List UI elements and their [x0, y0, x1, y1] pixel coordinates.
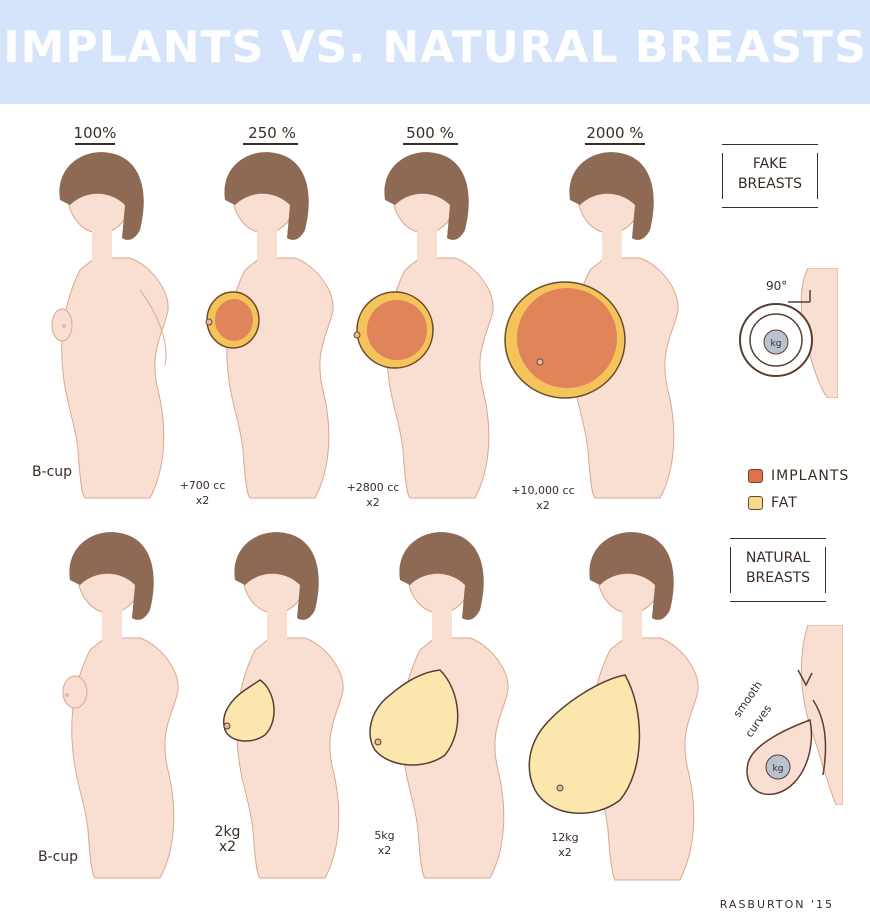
column-label-1: 100%: [73, 124, 117, 142]
natural-label-line1: NATURAL: [745, 550, 811, 566]
weight-label-2: kg: [773, 764, 784, 774]
page-title: IMPLANTS VS. NATURAL BREASTS: [3, 22, 867, 73]
figure-fake-100: [51, 152, 169, 499]
note-fake-2000: +10,000 cc x2: [498, 483, 588, 513]
natural-breasts-box: NATURAL BREASTS: [730, 538, 826, 602]
fake-breasts-box: FAKE BREASTS: [722, 144, 818, 208]
legend-implants: IMPLANTS: [748, 468, 849, 484]
column-underline-3: [403, 143, 458, 145]
weight-label: kg: [771, 339, 782, 349]
implant-swatch: [748, 469, 763, 483]
note-multiplier: x2: [366, 496, 380, 509]
natural-breast-diagram: kg smooth curves: [731, 625, 843, 805]
note-natural-100: B-cup: [28, 850, 88, 865]
note-fake-250: +700 cc x2: [165, 478, 240, 508]
legend-fat: FAT: [748, 495, 798, 511]
note-line: 12kg: [551, 831, 579, 844]
column-underline-1: [75, 143, 115, 145]
column-underline-4: [585, 143, 645, 145]
note-multiplier: x2: [558, 846, 572, 859]
figure-natural-2kg: [223, 532, 344, 879]
title-banner: IMPLANTS VS. NATURAL BREASTS: [0, 0, 870, 104]
note-line: +10,000 cc: [511, 484, 575, 497]
note-line: +2800 cc: [346, 481, 400, 494]
note-line: +700 cc: [179, 479, 226, 492]
figure-fake-2000: [504, 152, 679, 499]
column-label-2: 250 %: [248, 124, 296, 142]
column-label-4: 2000 %: [586, 124, 644, 142]
note-line: B-cup: [31, 464, 73, 480]
natural-label-line2: BREASTS: [745, 570, 811, 586]
figure-natural-100: [62, 532, 179, 879]
fake-breast-diagram: kg 90°: [739, 268, 838, 398]
note-natural-12kg: 12kg x2: [540, 830, 590, 860]
note-natural-2kg: 2kg x2: [205, 825, 250, 855]
figure-natural-5kg: [369, 532, 509, 879]
fake-label-line2: BREASTS: [737, 176, 803, 192]
note-line: 2kg: [214, 824, 241, 840]
fake-label-line1: FAKE: [752, 156, 788, 172]
note-line: B-cup: [37, 849, 79, 865]
note-fake-500: +2800 cc x2: [333, 480, 413, 510]
note-line: 5kg: [374, 829, 395, 842]
artist-signature: RASBURTON '15: [719, 898, 834, 911]
figure-fake-500: [353, 152, 494, 499]
angle-label: 90°: [766, 279, 787, 293]
note-multiplier: x2: [218, 839, 237, 855]
note-multiplier: x2: [536, 499, 550, 512]
figure-fake-250: [205, 152, 334, 499]
note-multiplier: x2: [195, 494, 210, 507]
legend-fat-label: FAT: [771, 495, 798, 511]
column-underline-2: [243, 143, 298, 145]
column-label-3: 500 %: [406, 124, 454, 142]
figure-natural-12kg: [528, 532, 699, 881]
note-natural-5kg: 5kg x2: [362, 828, 407, 858]
legend-implants-label: IMPLANTS: [771, 468, 850, 484]
note-fake-100: B-cup: [22, 465, 82, 480]
note-multiplier: x2: [377, 844, 392, 857]
fat-swatch: [748, 496, 763, 510]
